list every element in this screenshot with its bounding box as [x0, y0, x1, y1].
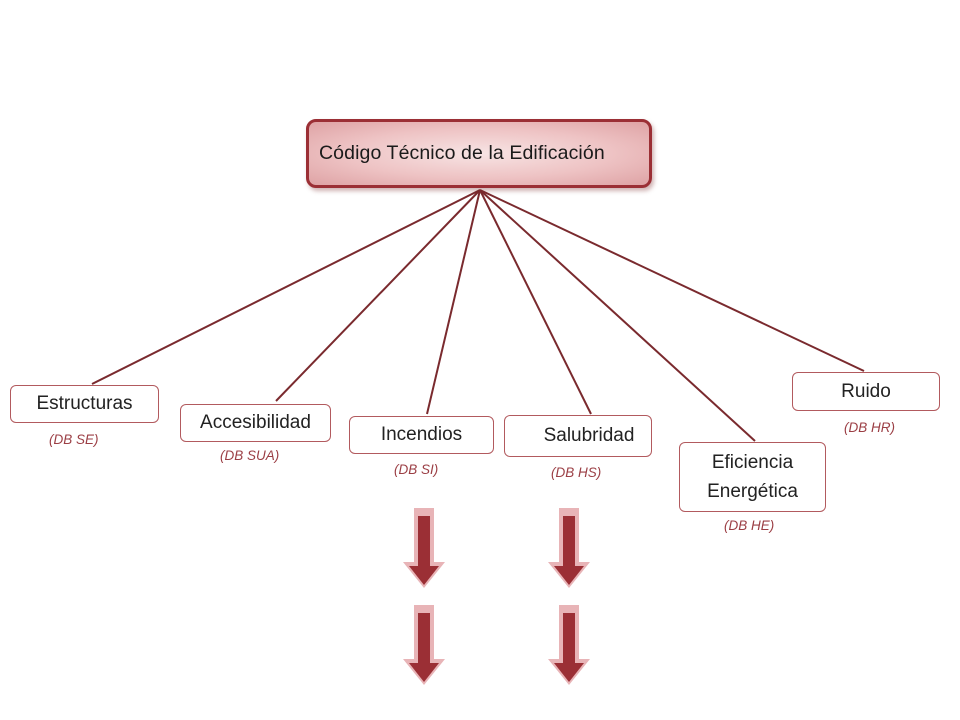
down-arrow-icon [548, 508, 590, 588]
connector-incendios [426, 189, 481, 415]
node-ruido: Ruido [792, 372, 940, 411]
connector-salubridad [479, 189, 592, 415]
node-label-salubridad: Salubridad [543, 425, 635, 446]
connector-estructuras [91, 189, 481, 385]
node-label-ruido: Ruido [841, 380, 891, 402]
down-arrow-icon [403, 605, 445, 685]
node-label-estructuras: Estructuras [36, 393, 133, 414]
node-code-accesibilidad: (DB SUA) [220, 448, 280, 463]
node-label-accesibilidad: Accesibilidad [200, 412, 311, 433]
root-node: Código Técnico de la Edificación [306, 119, 652, 188]
node-accesibilidad: Accesibilidad [180, 404, 331, 442]
node-salubridad: Salubridad [504, 415, 652, 457]
node-label-incendios: Incendios [380, 424, 463, 445]
node-code-salubridad: (DB HS) [551, 465, 602, 480]
connector-eficiencia [479, 189, 756, 442]
root-node-label: Código Técnico de la Edificación [319, 142, 605, 164]
node-code-ruido: (DB HR) [844, 420, 895, 435]
node-estructuras: Estructuras [10, 385, 159, 423]
connector-accesibilidad [275, 189, 481, 402]
node-code-incendios: (DB SI) [394, 462, 439, 477]
node-eficiencia-energetica: Eficiencia Energética [679, 442, 826, 512]
connector-ruido [479, 189, 865, 372]
down-arrow-icon [403, 508, 445, 588]
node-code-estructuras: (DB SE) [49, 432, 99, 447]
node-label-eficiencia-energetica: Eficiencia Energética [707, 452, 798, 502]
node-code-eficiencia-energetica: (DB HE) [724, 518, 775, 533]
down-arrow-icon [548, 605, 590, 685]
node-incendios: Incendios [349, 416, 494, 454]
